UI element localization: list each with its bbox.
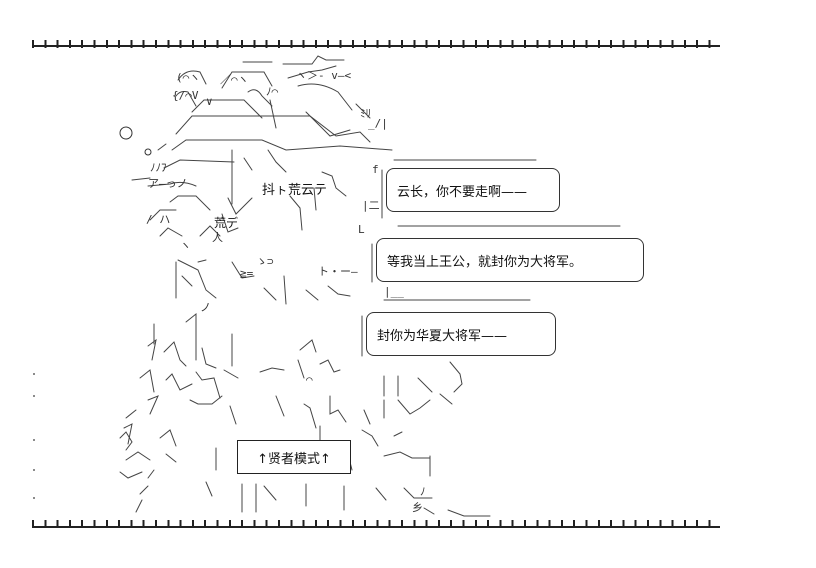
ascii-fragment: ﾉﾉﾌ (150, 161, 167, 174)
ascii-fragment: / ハ (146, 213, 171, 226)
ascii-fragment: ≧= (240, 267, 254, 280)
speech-bubble-1-text: 云长，你不要走啊—— (397, 184, 528, 200)
ascii-fragment: ト・ー― (318, 265, 358, 278)
top-border-rail (32, 40, 720, 50)
ascii-fragment: ア―っノ (148, 177, 188, 190)
bottom-rail-ticks (32, 520, 720, 528)
sage-mode-text: ↑贤者模式↑ (257, 451, 331, 467)
small-circle-decoration (119, 126, 133, 140)
ascii-fragment: ヽ＞- v―< (296, 69, 352, 82)
ascii-fragment: 人 (212, 231, 223, 244)
ascii-fragment: ⌒ (306, 373, 313, 386)
ascii-fragment: ﾉ⌒ (266, 85, 279, 98)
ascii-fragment: {/⌒V (172, 89, 199, 102)
bottom-rail-line (32, 526, 720, 528)
ascii-fragment: ／⌒ヽ (220, 73, 249, 86)
ascii-fragment: |__ (384, 285, 404, 298)
ascii-fragment: L (358, 223, 365, 236)
sage-mode-box: ↑贤者模式↑ (237, 440, 351, 474)
ascii-fragment: ゝ⊃ (256, 255, 274, 268)
bottom-border-rail (32, 520, 720, 530)
ascii-fragment: |二 (362, 199, 380, 212)
speech-bubble-1: 云长，你不要走啊—— (386, 168, 560, 212)
speech-bubble-3-text: 封你为华夏大将军—— (377, 328, 508, 344)
ascii-fragment: (⌒ヽ (176, 71, 201, 84)
top-rail-ticks (32, 40, 720, 48)
ascii-fragment: _/| (368, 117, 388, 130)
ascii-fragment: ﾉ (420, 485, 426, 498)
arm-text: 荒デ (214, 216, 239, 230)
ascii-fragment: 乡 (412, 501, 423, 514)
ascii-fragment: ヽ (180, 239, 191, 252)
chest-text: 抖ㇳ荒云テ (262, 183, 328, 198)
top-rail-line (32, 45, 720, 47)
speech-bubble-3: 封你为华夏大将军—— (366, 312, 556, 356)
ascii-fragment: ∨ (206, 95, 213, 108)
ascii-fragment: ノ (200, 301, 211, 314)
speech-bubble-2: 等我当上王公，就封你为大将军。 (376, 238, 644, 282)
ascii-fragment: f (372, 163, 379, 176)
speech-bubble-2-text: 等我当上王公，就封你为大将军。 (387, 254, 583, 270)
ascii-fragment: ﾐﾘ (360, 107, 371, 120)
